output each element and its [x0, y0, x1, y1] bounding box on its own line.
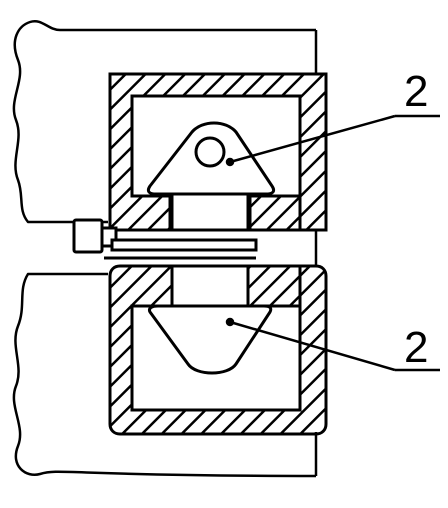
- upper-insert: [146, 121, 276, 232]
- wall-lower-outline: [12, 272, 317, 478]
- lower-insert-stem: [170, 264, 250, 310]
- latch-knob: [72, 218, 104, 254]
- leader-dot-upper: [225, 157, 235, 167]
- wall-upper-outline: [12, 19, 316, 224]
- lower-insert: [148, 264, 273, 375]
- wall-body: [12, 19, 318, 478]
- leader-dot-lower: [225, 317, 235, 327]
- leader-line-lower: [229, 320, 396, 372]
- lower-insert-body: [148, 304, 273, 375]
- latch-rod: [110, 238, 258, 252]
- callout-label-upper: 2: [404, 67, 428, 116]
- leader-line-upper: [229, 114, 396, 164]
- leader-lines: [225, 114, 440, 372]
- upper-insert-stem: [170, 192, 250, 232]
- connecting-latch: [72, 218, 258, 260]
- callout-label-lower: 2: [404, 323, 428, 372]
- upper-insert-hole: [194, 136, 226, 168]
